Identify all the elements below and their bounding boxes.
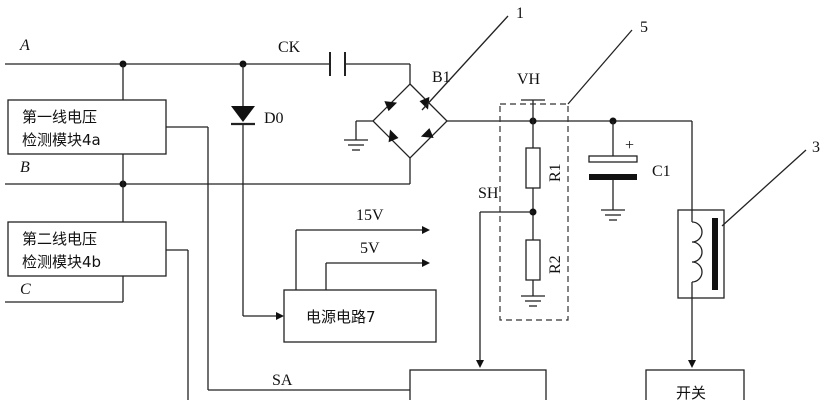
sh-label: SH — [478, 185, 499, 202]
power-circuit-module — [283, 289, 437, 343]
module-4a-line1: 第一线电压 — [22, 108, 97, 126]
capacitor-ck — [329, 52, 346, 76]
c1-plus-label: + — [625, 137, 634, 154]
r2-label: R2 — [547, 255, 564, 274]
callout-1: 1 — [516, 5, 524, 22]
line-b-label: B — [20, 159, 30, 176]
capacitor-c1 — [588, 121, 638, 221]
15v-label: 15V — [356, 207, 384, 224]
line-c-label: C — [20, 281, 31, 298]
power-circuit-label: 电源电路7 — [306, 308, 376, 326]
line-a-label: A — [19, 37, 30, 54]
callout-3-leader — [721, 149, 807, 227]
switch-box — [645, 369, 745, 400]
ck-label: CK — [278, 39, 301, 56]
line-c — [5, 276, 124, 303]
callout-1-leader — [421, 15, 509, 111]
c1-label: C1 — [652, 163, 671, 180]
resistor-r1 — [525, 121, 541, 240]
controller-box — [409, 369, 547, 400]
switch-label: 开关 — [676, 384, 706, 400]
sh-sense-wire — [476, 211, 533, 368]
module-4a-line2: 检测模块4a — [22, 131, 101, 149]
module-4b-line2: 检测模块4b — [22, 253, 101, 271]
coil-3 — [677, 121, 725, 368]
resistor-r2 — [521, 239, 545, 307]
line-a — [5, 60, 411, 100]
bridge-rectifier-b1 — [344, 83, 448, 159]
sa-label: SA — [272, 372, 293, 389]
module-4a-output-wire — [166, 126, 410, 391]
first-line-voltage-detection-module — [7, 99, 167, 155]
module-4b-line1: 第二线电压 — [22, 230, 97, 248]
callout-5-leader — [567, 29, 633, 105]
diode-d0 — [231, 64, 284, 320]
5v-label: 5V — [360, 240, 380, 257]
second-line-voltage-detection-module — [7, 221, 167, 277]
callout-3: 3 — [812, 139, 820, 156]
callout-5: 5 — [640, 19, 648, 36]
b1-label: B1 — [432, 69, 451, 86]
module-4b-output-wire — [166, 249, 189, 400]
d0-label: D0 — [264, 110, 284, 127]
power-5v-output — [325, 259, 430, 290]
vh-label: VH — [517, 71, 541, 88]
power-15v-output — [295, 226, 430, 290]
r1-label: R1 — [547, 163, 564, 182]
dc-bus — [447, 99, 692, 125]
